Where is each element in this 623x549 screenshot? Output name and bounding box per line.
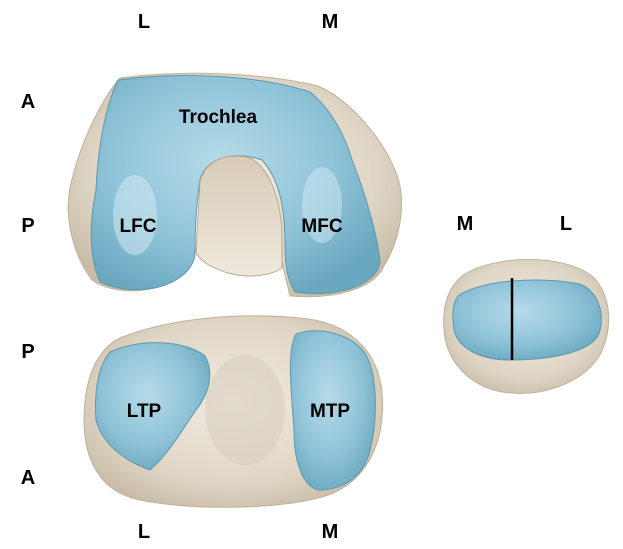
tibia-medial-label: M	[322, 521, 339, 543]
tibia-eminence-shade	[205, 355, 285, 465]
patella-cartilage	[453, 280, 602, 360]
patella-model	[444, 259, 609, 393]
femur-lateral-label: L	[138, 11, 150, 33]
patella-lateral-label: L	[560, 213, 572, 235]
patella-medial-label: M	[457, 213, 474, 235]
tibia-posterior-label: P	[21, 341, 34, 363]
tibia-anterior-label: A	[21, 467, 35, 489]
lfc-highlight	[113, 175, 157, 255]
femur-anterior-label: A	[21, 91, 35, 113]
lfc-label: LFC	[120, 216, 157, 237]
mtp-label: MTP	[310, 401, 350, 422]
trochlea-label: Trochlea	[179, 107, 258, 128]
femur-posterior-label: P	[21, 215, 34, 237]
ltp-label: LTP	[127, 401, 162, 422]
femur-medial-label: M	[322, 11, 339, 33]
tibia-lateral-label: L	[138, 521, 150, 543]
mfc-label: MFC	[301, 216, 342, 237]
